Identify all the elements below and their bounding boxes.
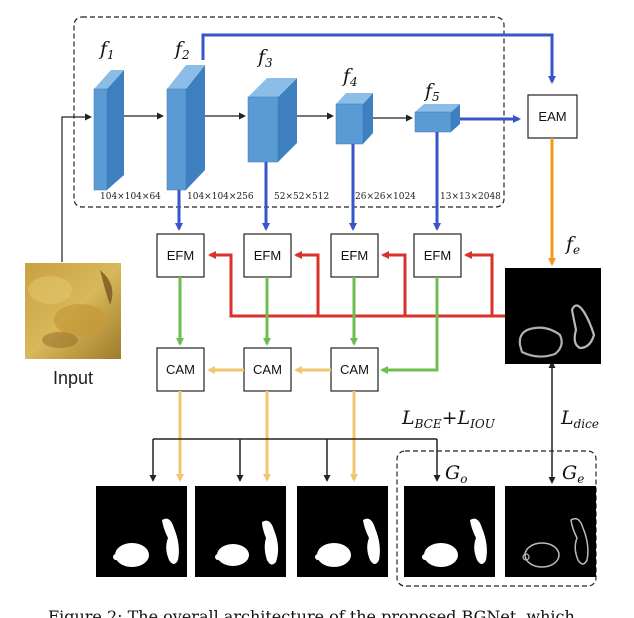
prediction-map-2 [195,486,286,577]
dims-f2: 104×104×256 [187,192,254,202]
loss-dice: Ldice [560,407,599,431]
feature-cube-f4 [335,93,373,145]
efm-module-1: EFM [156,233,205,278]
svg-text:EFM: EFM [424,248,451,263]
dims-f1: 104×104×64 [100,192,161,202]
red-to-efm2 [294,251,320,316]
ground-truth-object [404,486,495,577]
gt-object-label: Go [445,462,467,486]
arrow-f2-eam [201,33,556,84]
svg-text:EAM: EAM [538,109,566,124]
feature-cube-f5 [414,104,460,133]
edge-feature-image [505,268,601,364]
feature-label-f4: f4 [341,65,358,89]
feature-cube-f3 [247,78,297,163]
feature-label-f2: f2 [173,38,190,62]
input-image [25,263,121,359]
efm-module-4: EFM [413,233,462,278]
loss-bce-iou: LBCE+LIOU [401,407,496,431]
svg-text:CAM: CAM [340,362,369,377]
eam-module: EAM [527,94,578,139]
feature-label-f1: f1 [98,38,115,62]
efm-module-2: EFM [243,233,292,278]
svg-text:EFM: EFM [254,248,281,263]
svg-text:EFM: EFM [167,248,194,263]
red-to-efm3 [381,251,407,316]
dims-f5: 13×13×2048 [440,192,501,202]
svg-text:CAM: CAM [253,362,282,377]
gt-edge-label: Ge [562,462,584,486]
efm-module-3: EFM [330,233,379,278]
svg-text:CAM: CAM [166,362,195,377]
svg-text:EFM: EFM [341,248,368,263]
prediction-map-3 [297,486,388,577]
dims-f3: 52×52×512 [274,192,329,202]
feature-cube-f2 [166,65,205,191]
arrow-efm4-cam3 [380,277,439,374]
dims-f4: 26×26×1024 [355,192,416,202]
red-edge-bus [208,251,505,318]
backbone-frame [73,16,505,208]
prediction-map-1 [96,486,187,577]
input-label: Input [53,368,93,388]
feature-label-f3: f3 [256,46,273,70]
cam-module-3: CAM [330,347,379,392]
feature-cube-f1 [93,70,124,191]
cam-module-2: CAM [243,347,292,392]
ground-truth-frame [396,450,597,587]
arrow-input-f1 [61,113,92,262]
ground-truth-edge [505,486,596,577]
cam-module-1: CAM [156,347,205,392]
figure-caption: Figure 2: The overall architecture of th… [48,607,575,618]
feature-label-f5: f5 [423,80,440,104]
red-to-efm4 [464,251,494,316]
edge-feature-label: fe [564,233,580,257]
